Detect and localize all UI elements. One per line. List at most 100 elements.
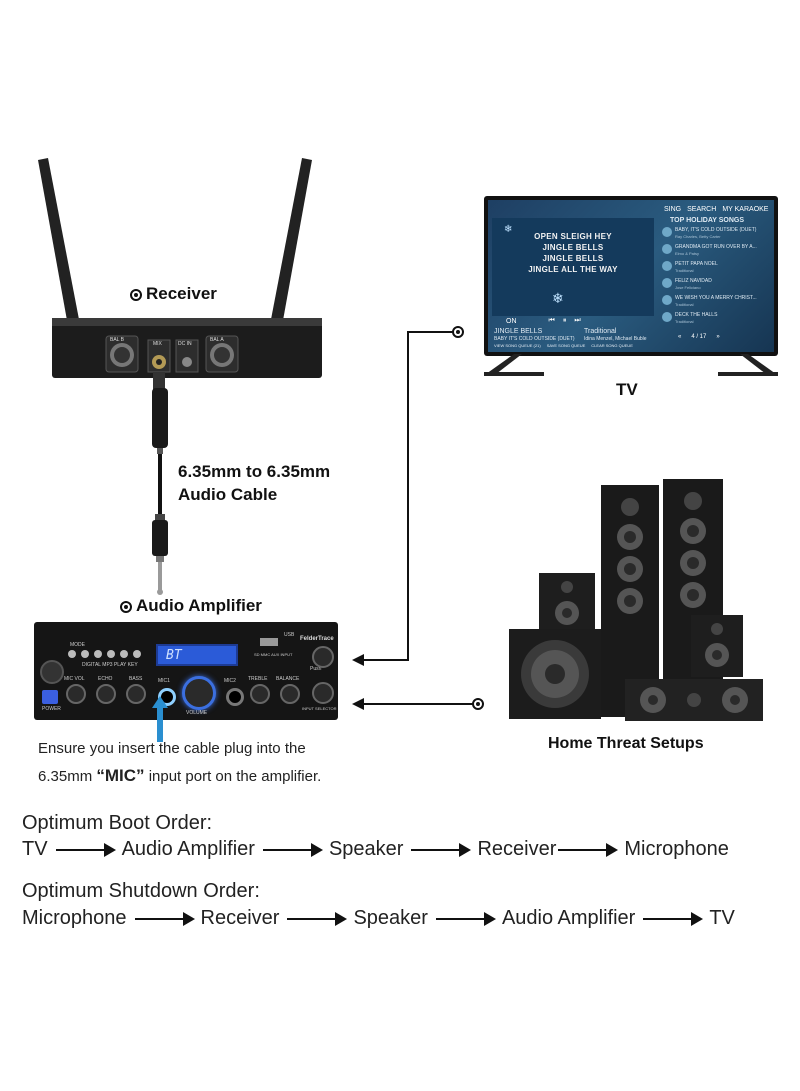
- shutdown-step: Speaker: [353, 907, 428, 929]
- amp-display: BT: [156, 644, 238, 666]
- lyric-3: JINGLE BELLS: [542, 254, 604, 263]
- mic-vol-knob[interactable]: [66, 684, 86, 704]
- song-artist: Jose Feliciano: [675, 285, 701, 290]
- list-item[interactable]: WE WISH YOU A MERRY CHRIST...Traditional: [662, 295, 772, 312]
- boot-step: Receiver: [477, 838, 557, 860]
- snowflake-icon: ❄: [504, 224, 513, 235]
- next-track-icon[interactable]: ⏭: [574, 317, 581, 324]
- input-selector-label: INPUT SELECTOR: [302, 706, 337, 711]
- song-artist: Elmo & Patsy: [675, 251, 700, 256]
- mic2-jack[interactable]: [226, 688, 244, 706]
- list-title: TOP HOLIDAY SONGS: [670, 217, 745, 224]
- mode-button[interactable]: [68, 650, 76, 658]
- tower-speaker-right: [663, 479, 723, 717]
- receiver-device: BAL B MIX DC IN BAL A: [30, 150, 340, 390]
- tab-search[interactable]: SEARCH: [687, 206, 717, 213]
- receiver-bullet-icon: [130, 288, 142, 301]
- tv-tabs: SING SEARCH MY KARAOKE: [664, 206, 768, 213]
- song-title: WE WISH YOU A MERRY CHRIST...: [675, 295, 757, 301]
- prev-button[interactable]: [81, 650, 89, 658]
- bookshelf-speaker-left: [539, 573, 595, 635]
- bt-button[interactable]: [133, 650, 141, 658]
- treble-knob[interactable]: [250, 684, 270, 704]
- note-rest: input port on the amplifier.: [144, 768, 322, 785]
- list-item[interactable]: BABY, IT'S COLD OUTSIDE (DUET)Ray Charle…: [662, 227, 772, 244]
- lyric-1: OPEN SLEIGH HEY: [534, 232, 612, 241]
- boot-step: TV: [22, 838, 48, 860]
- boot-order-row: TV Audio Amplifier Speaker Receiver Micr…: [22, 838, 729, 861]
- lyric-4: JINGLE ALL THE WAY: [528, 265, 618, 274]
- boot-step: Speaker: [328, 838, 404, 860]
- list-item[interactable]: GRANDMA GOT RUN OVER BY A...Elmo & Patsy: [662, 244, 772, 261]
- volume-label: VOLUME: [186, 710, 208, 716]
- connector-lines: [352, 326, 484, 710]
- arrow-right-icon: [643, 911, 704, 926]
- mode-label: MODE: [70, 642, 85, 648]
- lyric-2: JINGLE BELLS: [542, 243, 604, 252]
- boot-step: Microphone: [624, 838, 729, 860]
- next-button[interactable]: [107, 650, 115, 658]
- song-title: BABY, IT'S COLD OUTSIDE (DUET): [675, 227, 757, 233]
- echo-knob[interactable]: [96, 684, 116, 704]
- queue-row-artist: Idina Menzel, Michael Buble: [584, 336, 647, 342]
- bookshelf-speaker-right: [691, 615, 743, 677]
- input-selector-knob[interactable]: [312, 646, 334, 668]
- song-thumb-icon: [662, 244, 672, 254]
- song-artist: Traditional: [675, 319, 694, 324]
- play-button[interactable]: [94, 650, 102, 658]
- page-next-icon[interactable]: »: [716, 334, 720, 340]
- queue-row[interactable]: BABY IT'S COLD OUTSIDE (DUET) Idina Menz…: [494, 334, 654, 344]
- power-led-icon: [42, 690, 58, 704]
- clear-queue-button[interactable]: CLEAR SONG QUEUE: [591, 343, 633, 348]
- song-title: DECK THE HALLS: [675, 312, 718, 318]
- song-thumb-icon: [662, 312, 672, 322]
- view-queue-button[interactable]: VIEW SONG QUEUE (21): [494, 343, 541, 348]
- tv-device: OPEN SLEIGH HEY JINGLE BELLS JINGLE BELL…: [484, 196, 778, 380]
- snowflake-icon: ❄: [552, 290, 564, 306]
- tv-stand: [484, 354, 778, 376]
- bass-knob[interactable]: [126, 684, 146, 704]
- song-thumb-icon: [662, 261, 672, 271]
- repeat-button[interactable]: [120, 650, 128, 658]
- mic-vol-label: MIC VOL: [64, 676, 85, 682]
- mode-button-row: [68, 650, 141, 658]
- lyrics-panel: OPEN SLEIGH HEY JINGLE BELLS JINGLE BELL…: [492, 218, 654, 316]
- queue-row-title: JINGLE BELLS: [494, 328, 543, 335]
- volume-knob[interactable]: [182, 676, 216, 710]
- usb-port[interactable]: [260, 638, 278, 646]
- shutdown-step: TV: [709, 907, 735, 929]
- amplifier-label-text: Audio Amplifier: [136, 596, 262, 615]
- balance-knob[interactable]: [280, 684, 300, 704]
- save-queue-button[interactable]: SAVE SONG QUEUE: [546, 343, 586, 348]
- mic2-label: MIC2: [224, 678, 236, 684]
- tv-screen: OPEN SLEIGH HEY JINGLE BELLS JINGLE BELL…: [488, 200, 774, 352]
- song-artist: Ray Charles, Betty Carter: [675, 234, 721, 239]
- amplifier-label: Audio Amplifier: [120, 596, 262, 616]
- tab-my-karaoke[interactable]: MY KARAOKE: [722, 206, 769, 213]
- song-thumb-icon: [662, 295, 672, 305]
- power-button[interactable]: [40, 660, 64, 684]
- queue-row[interactable]: JINGLE BELLS Traditional: [494, 327, 654, 337]
- selector-knob[interactable]: [312, 682, 334, 704]
- mic1-label: MIC1: [158, 678, 170, 684]
- audio-cable: [140, 388, 180, 598]
- arrow-right-icon: [435, 911, 496, 926]
- tab-sing[interactable]: SING: [664, 206, 682, 213]
- tv-label: TV: [616, 380, 638, 399]
- amplifier-bullet-icon: [120, 600, 132, 613]
- home-setup-label: Home Threat Setups: [548, 735, 704, 752]
- arrow-right-icon: [262, 842, 323, 857]
- center-speaker: [625, 679, 763, 721]
- arrow-right-icon: [134, 911, 195, 926]
- playback-bar: ON ⏮ ⏸ ⏭: [492, 316, 654, 326]
- prev-track-icon[interactable]: ⏮: [548, 317, 555, 324]
- treble-label: TREBLE: [248, 676, 268, 682]
- queue-row-title: BABY IT'S COLD OUTSIDE (DUET): [494, 336, 575, 342]
- pause-icon[interactable]: ⏸: [562, 317, 567, 324]
- receiver-label-text: Receiver: [146, 284, 217, 303]
- amplifier-device: POWER MODE DIGITAL MP3 PLAY KEY BT SD MM…: [34, 622, 338, 720]
- page-prev-icon[interactable]: «: [678, 334, 682, 340]
